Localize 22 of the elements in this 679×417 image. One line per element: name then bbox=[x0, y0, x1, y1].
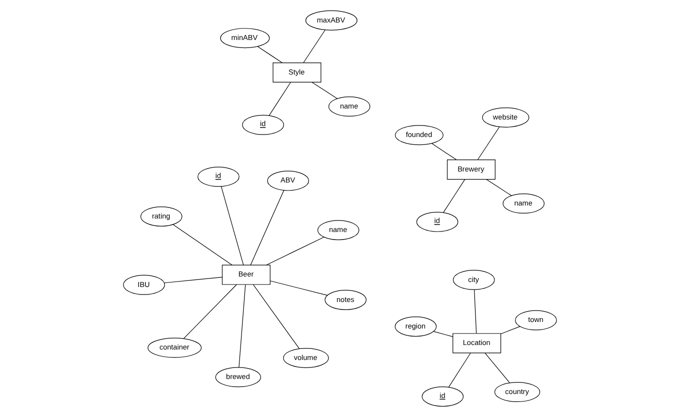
connector bbox=[172, 224, 232, 266]
connector bbox=[238, 284, 246, 368]
connector bbox=[432, 331, 453, 337]
connector bbox=[486, 179, 512, 196]
connector bbox=[431, 143, 456, 160]
connector bbox=[311, 82, 338, 99]
connector bbox=[250, 190, 284, 266]
connector bbox=[484, 352, 510, 384]
connector bbox=[448, 352, 470, 388]
connector bbox=[220, 186, 244, 266]
connector bbox=[474, 289, 476, 334]
connector bbox=[302, 30, 325, 64]
connector bbox=[500, 326, 520, 334]
connector bbox=[252, 284, 300, 349]
connector bbox=[476, 126, 500, 160]
connector bbox=[268, 82, 290, 116]
connector bbox=[164, 276, 222, 284]
connector bbox=[256, 46, 282, 64]
connector bbox=[442, 179, 465, 213]
connector bbox=[266, 236, 324, 266]
connector bbox=[269, 280, 328, 296]
connector bbox=[182, 284, 236, 339]
